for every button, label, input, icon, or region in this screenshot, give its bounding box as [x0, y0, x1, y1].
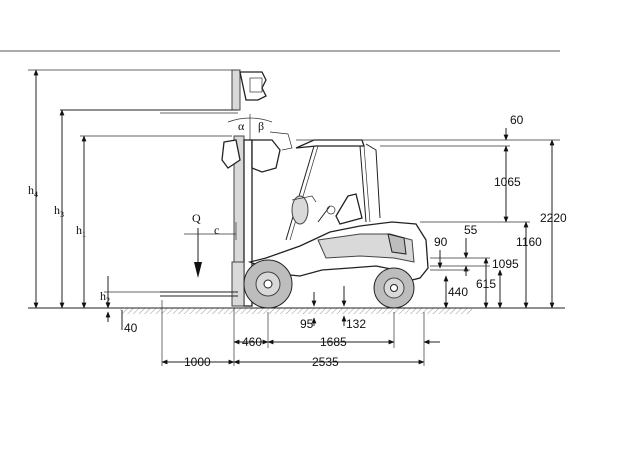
dim-1065: 1065: [494, 175, 521, 189]
load-center-c-label: c: [214, 223, 219, 237]
dim-1095: 1095: [492, 257, 519, 271]
h4-label: h4: [28, 183, 38, 199]
h1-label: h1: [76, 223, 86, 239]
tilt-alpha-label: α: [238, 119, 245, 133]
dim-1685: 1685: [320, 335, 347, 349]
dim-1000: 1000: [184, 355, 211, 369]
forklift-body: [243, 139, 429, 309]
load-q-label: Q: [192, 211, 201, 225]
h3-label: h3: [54, 203, 64, 219]
dim-615: 615: [476, 277, 496, 291]
dim-2220: 2220: [540, 211, 567, 225]
right-dimensions: [296, 128, 560, 309]
dim-55: 55: [464, 223, 478, 237]
dim-460: 460: [242, 335, 262, 349]
h2-label: h2: [100, 289, 110, 305]
left-dimensions: [28, 69, 232, 330]
dim-60: 60: [510, 113, 524, 127]
load-center-marks: [184, 222, 237, 278]
bottom-dimensions: [161, 286, 440, 366]
dim-2535: 2535: [312, 355, 339, 369]
dim-95: 95: [300, 317, 314, 331]
dim-1160: 1160: [516, 235, 542, 249]
dim-90: 90: [434, 235, 448, 249]
dim-132: 132: [346, 317, 366, 331]
ground: [28, 307, 565, 314]
tilt-beta-label: β: [258, 119, 264, 133]
dim-440: 440: [448, 285, 468, 299]
mast-assembly: [60, 69, 293, 307]
dim-40: 40: [124, 321, 138, 335]
